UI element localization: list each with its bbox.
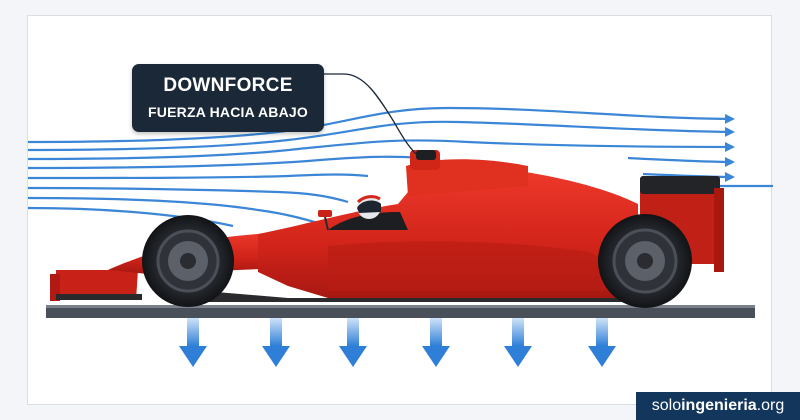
site-watermark: soloingenieria.org [636, 392, 800, 420]
car-floor [168, 288, 668, 302]
watermark-part-org: .org [756, 397, 785, 414]
downward-arrow-icon [422, 318, 450, 367]
label-title: DOWNFORCE [163, 75, 293, 96]
ground-plane [46, 305, 755, 318]
mirror [318, 210, 332, 217]
airflow-lines [28, 106, 773, 228]
downforce-arrows [179, 318, 616, 367]
downward-arrow-icon [504, 318, 532, 367]
downward-arrow-icon [339, 318, 367, 367]
downward-arrow-icon [588, 318, 616, 367]
airflow-arrow [28, 196, 329, 228]
airflow-arrow [28, 155, 424, 170]
helmet-visor [357, 200, 381, 213]
airflow-arrow [627, 156, 735, 167]
rear-wing-endplate [714, 188, 724, 272]
downward-arrow-icon [179, 318, 207, 367]
formula-one-car [50, 150, 724, 308]
front-wing [56, 270, 138, 300]
watermark-part-solo: solo [651, 397, 682, 414]
airflow-arrow [28, 120, 735, 152]
sidepod [328, 241, 618, 291]
downforce-label: DOWNFORCE FUERZA HACIA ABAJO [132, 64, 324, 132]
rear-wheel [598, 214, 692, 308]
front-wheel [142, 215, 234, 307]
airflow-arrow [28, 206, 234, 228]
airflow-arrow [28, 173, 369, 180]
diagram-canvas: DOWNFORCE FUERZA HACIA ABAJO [27, 15, 773, 405]
ground-highlight [46, 305, 755, 308]
helmet-stripe [356, 195, 381, 204]
airflow-arrow [28, 106, 735, 144]
label-subtitle: FUERZA HACIA ABAJO [148, 104, 308, 120]
cockpit [328, 212, 408, 230]
airflow-arrow [28, 139, 735, 161]
watermark-part-ingenieria: ingenieria [681, 397, 757, 414]
front-wing-lower [56, 294, 142, 300]
label-leader-line [297, 73, 417, 155]
airbox-intake [416, 150, 436, 160]
airflow-arrow [28, 186, 349, 204]
downforce-diagram [28, 73, 773, 367]
downward-arrow-icon [262, 318, 290, 367]
rear-wing-flap [640, 176, 720, 194]
